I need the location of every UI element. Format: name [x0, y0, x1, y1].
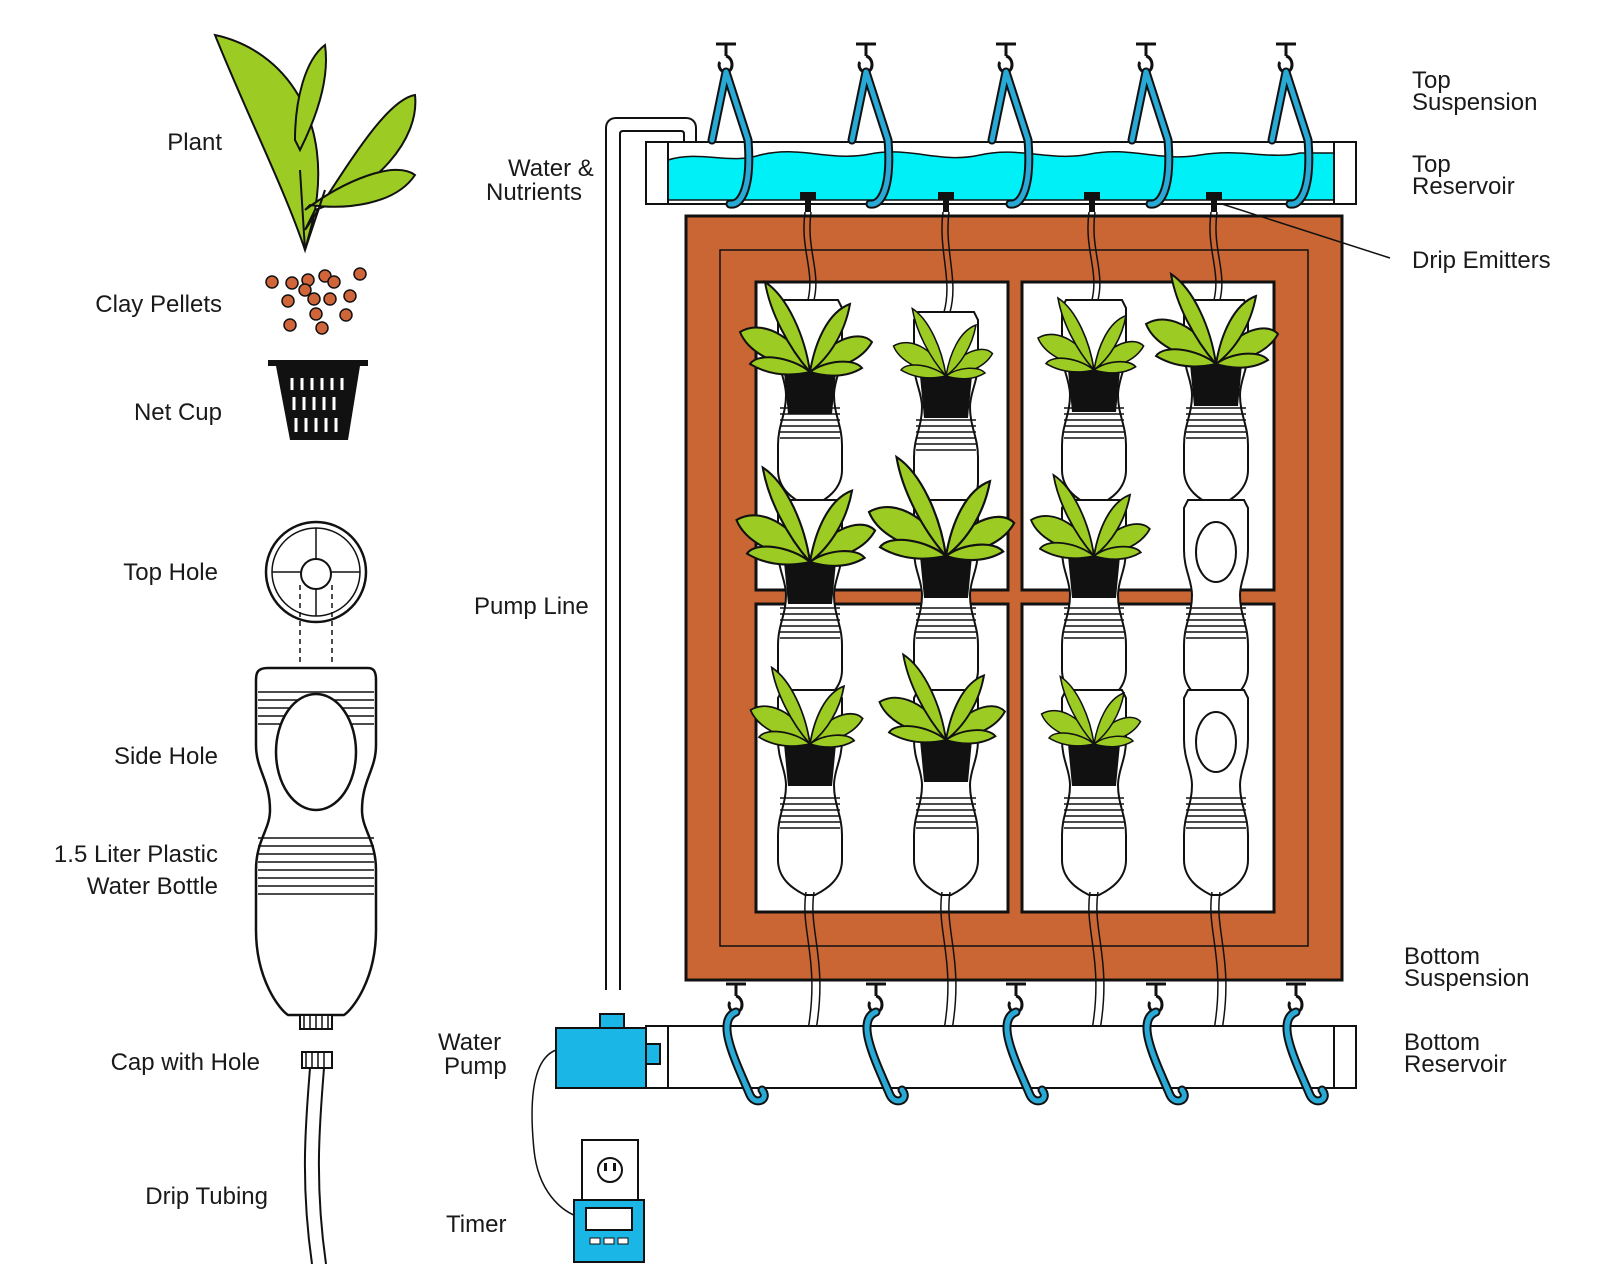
label-bottom-suspension-2: Suspension [1404, 965, 1529, 992]
label-bottle-line1: 1.5 Liter Plastic [54, 841, 218, 868]
drip-emitters [800, 192, 1391, 259]
label-top-reservoir-2: Reservoir [1412, 173, 1515, 200]
power-outlet-icon [581, 1139, 639, 1211]
bottom-suspension [722, 982, 1329, 1106]
water-pump-icon [555, 1013, 661, 1089]
pump-line [605, 117, 697, 990]
label-top-suspension-2: Suspension [1412, 89, 1537, 116]
bottom-reservoir [645, 1025, 1357, 1089]
net-cup-icon [268, 360, 368, 440]
power-cord [531, 1049, 583, 1219]
label-cap-with-hole: Cap with Hole [111, 1049, 260, 1076]
label-net-cup: Net Cup [134, 399, 222, 426]
label-drip-emitters: Drip Emitters [1412, 247, 1551, 274]
label-drip-tubing: Drip Tubing [145, 1183, 268, 1210]
label-water-pump-1: Water [438, 1029, 501, 1056]
label-bottom-reservoir-1: Bottom [1404, 1029, 1480, 1056]
top-hole-icon [264, 520, 368, 665]
cap-icon [301, 1051, 333, 1069]
label-clay-pellets: Clay Pellets [95, 291, 222, 318]
label-water-nutrients-2: Nutrients [486, 179, 582, 206]
label-timer: Timer [446, 1211, 506, 1238]
drip-tubing-icon [303, 1067, 327, 1264]
bottle-icon [254, 666, 378, 1030]
label-water-nutrients-1: Water & [508, 155, 594, 182]
top-suspension [707, 42, 1314, 209]
label-bottle-line2: Water Bottle [87, 873, 218, 900]
label-top-reservoir-1: Top [1412, 151, 1451, 178]
bottle-column-3 [1061, 299, 1127, 1031]
bottle-column-1 [777, 299, 843, 1031]
label-bottom-suspension-1: Bottom [1404, 943, 1480, 970]
label-top-suspension-1: Top [1412, 67, 1451, 94]
bottle-column-4 [1183, 299, 1249, 1031]
label-top-hole: Top Hole [123, 559, 218, 586]
label-side-hole: Side Hole [114, 743, 218, 770]
timer-icon [573, 1199, 645, 1263]
drip-tubes [803, 211, 1223, 313]
label-bottom-reservoir-2: Reservoir [1404, 1051, 1507, 1078]
clay-pellets-icon [265, 267, 367, 335]
label-water-pump-2: Pump [444, 1053, 507, 1080]
bottle-column-2 [913, 311, 979, 1031]
plant-icon [213, 33, 417, 254]
label-pump-line: Pump Line [474, 593, 589, 620]
label-plant: Plant [167, 129, 222, 156]
